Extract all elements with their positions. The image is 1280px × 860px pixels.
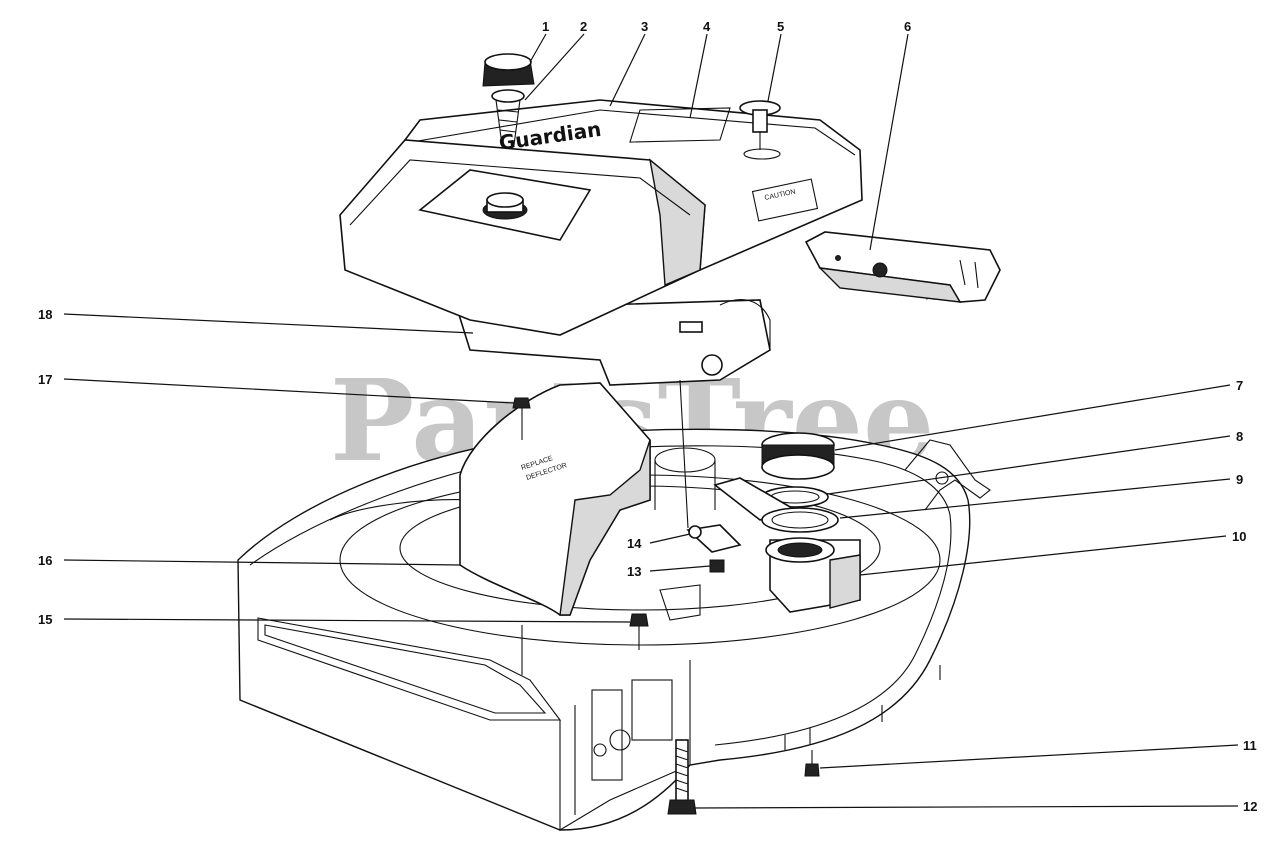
mounting-bracket xyxy=(804,231,1001,303)
callout-5: 5 xyxy=(777,19,784,34)
engine-shroud: Guardian CAUTION xyxy=(339,99,863,386)
primer-bulb xyxy=(739,100,781,150)
callout-1: 1 xyxy=(542,19,549,34)
callout-12: 12 xyxy=(1243,799,1257,814)
callout-15: 15 xyxy=(38,612,52,627)
callout-labels: 1 2 3 4 5 6 7 8 9 10 11 12 13 14 15 16 1… xyxy=(38,19,1257,814)
callout-7: 7 xyxy=(1236,378,1243,393)
callout-3: 3 xyxy=(641,19,648,34)
callout-6: 6 xyxy=(904,19,911,34)
callout-2: 2 xyxy=(580,19,587,34)
discharge-chute: REPLACE DEFLECTOR xyxy=(459,382,651,616)
callout-18: 18 xyxy=(38,307,52,322)
callout-16: 16 xyxy=(38,553,52,568)
callout-13: 13 xyxy=(627,564,641,579)
callout-9: 9 xyxy=(1236,472,1243,487)
leader-lines xyxy=(63,33,1239,809)
callout-8: 8 xyxy=(1236,429,1243,444)
governor-linkage xyxy=(679,379,742,573)
callout-4: 4 xyxy=(703,19,711,34)
callout-10: 10 xyxy=(1232,529,1246,544)
callout-17: 17 xyxy=(38,372,52,387)
callout-11: 11 xyxy=(1243,738,1257,753)
fasteners xyxy=(512,397,820,815)
oil-fill-assembly xyxy=(713,432,861,613)
choke-knob xyxy=(482,53,535,146)
callout-14: 14 xyxy=(627,536,642,551)
